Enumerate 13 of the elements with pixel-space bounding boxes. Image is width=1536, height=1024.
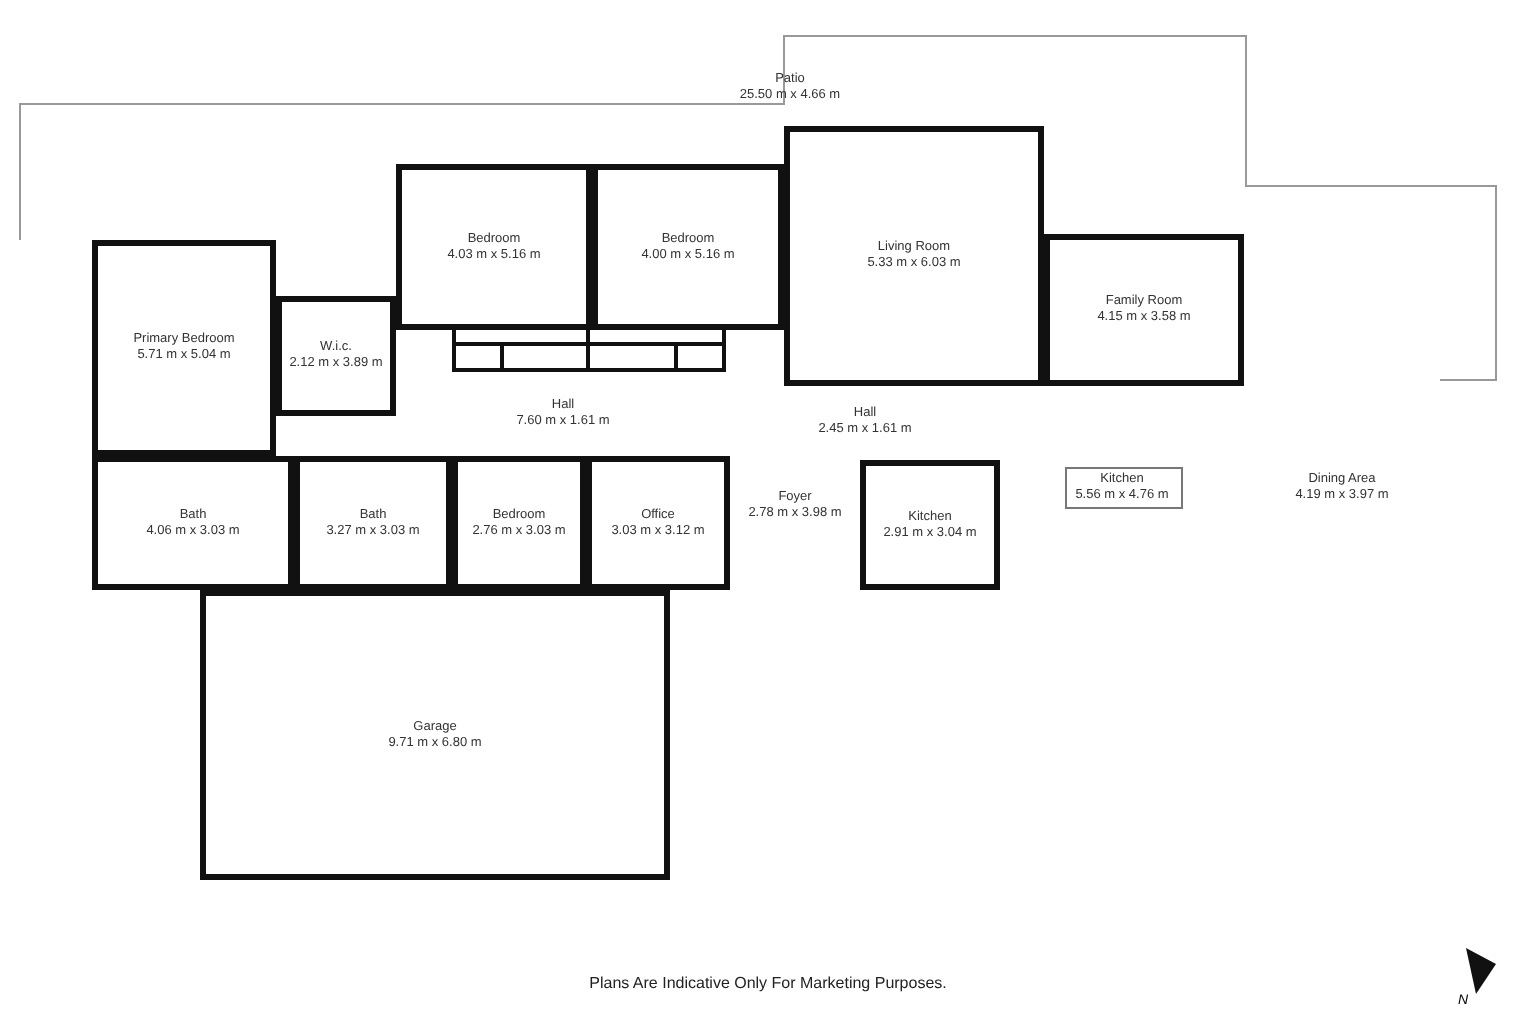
room-outline	[92, 456, 294, 590]
room-outline	[586, 456, 730, 590]
room-outline	[784, 126, 1044, 386]
room-outline	[860, 460, 1000, 590]
room-outline	[592, 164, 784, 330]
room-outline	[1044, 234, 1244, 386]
room-outline	[294, 456, 452, 590]
room-outline	[92, 240, 276, 456]
room-outline	[396, 164, 592, 330]
room-outline	[452, 456, 586, 590]
room-outline	[276, 296, 396, 416]
room-outline	[200, 590, 670, 880]
disclaimer-caption: Plans Are Indicative Only For Marketing Purposes.	[587, 974, 949, 992]
